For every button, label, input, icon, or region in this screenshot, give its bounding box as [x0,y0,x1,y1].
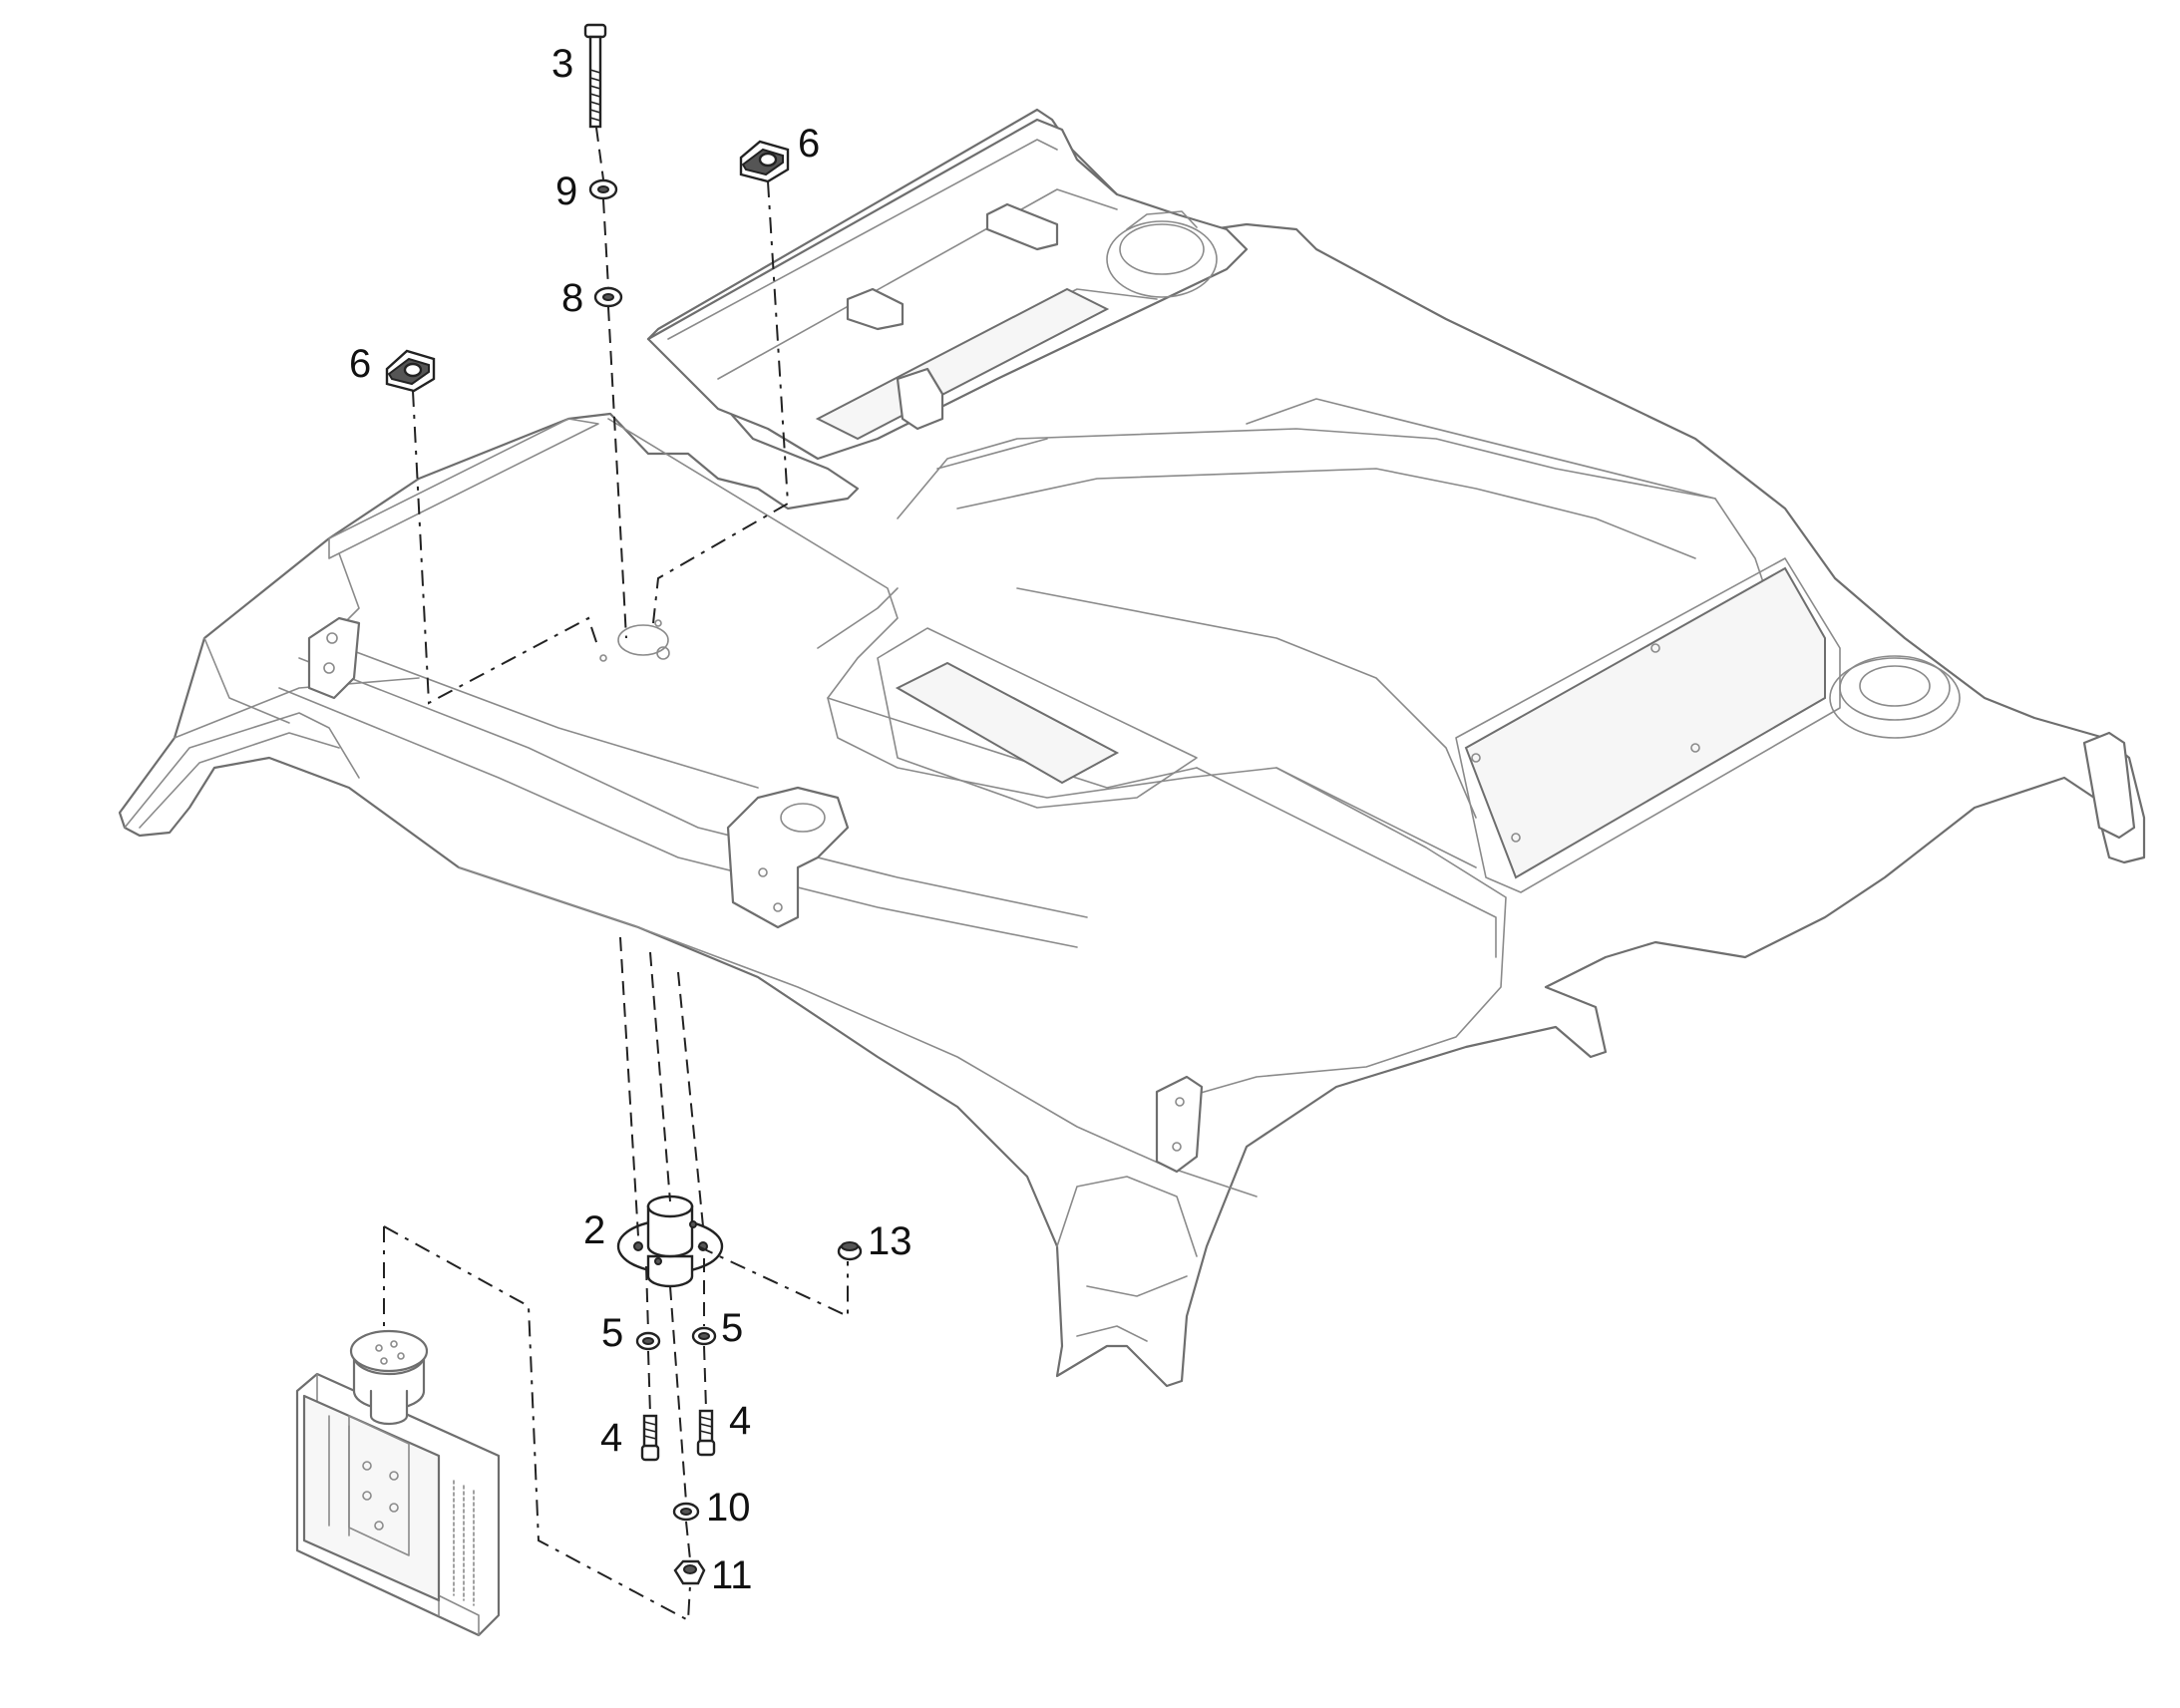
callout-13: 13 [868,1219,912,1263]
callout-11: 11 [711,1553,753,1597]
washer-icon [593,286,623,308]
callout-6-upper: 6 [798,122,820,166]
mounting-flange-icon [616,1195,724,1288]
assembly-leader-lines [383,127,849,1622]
callout-5-left: 5 [601,1311,623,1355]
callout-2: 2 [583,1208,605,1252]
clip-nut-icon [739,140,790,183]
clip-nut-icon [385,349,436,393]
cab-roof-headliner [118,108,2146,1388]
callout-6-left: 6 [349,342,371,386]
washer-icon [691,1326,717,1346]
callout-labels: 3 9 8 6 6 2 13 5 5 4 4 10 11 [349,42,912,1597]
callout-3: 3 [551,42,573,86]
washer-icon [588,178,618,200]
screw-icon [696,1409,716,1457]
callout-4-right: 4 [729,1399,751,1443]
callout-10: 10 [706,1486,751,1530]
bolt-icon [583,23,607,129]
nut-icon [673,1559,706,1585]
washer-icon [635,1331,661,1351]
screw-icon [640,1414,660,1462]
callout-5-right: 5 [721,1306,743,1350]
cap-icon [837,1241,863,1261]
monitor-display-icon [295,1329,501,1637]
callout-4-left: 4 [600,1416,622,1460]
callout-8: 8 [561,276,583,320]
callout-9: 9 [555,170,577,213]
washer-icon [672,1502,700,1522]
